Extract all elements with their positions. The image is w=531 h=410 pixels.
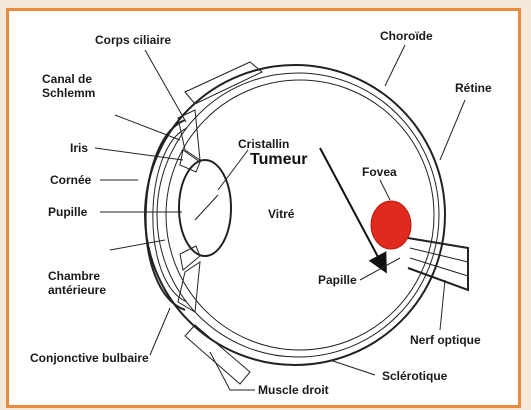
label-anterieure: antérieure xyxy=(48,283,106,297)
leader-iris xyxy=(95,148,183,160)
leader-corps-ciliaire xyxy=(145,50,186,122)
label-iris: Iris xyxy=(70,141,88,155)
leader-nerf xyxy=(440,280,445,330)
lens-shape xyxy=(179,160,231,256)
label-cristallin: Cristallin xyxy=(238,137,289,151)
label-choroide: Choroïde xyxy=(380,29,433,43)
tumor xyxy=(371,201,411,249)
optic-nerve xyxy=(408,238,468,290)
label-chambre: Chambre xyxy=(48,269,100,283)
label-corps-ciliaire: Corps ciliaire xyxy=(95,33,171,47)
label-tumeur: Tumeur xyxy=(250,151,307,168)
iris-lower xyxy=(180,246,200,270)
label-papille: Papille xyxy=(318,273,357,287)
label-nerf-optique: Nerf optique xyxy=(410,333,481,347)
leader-cristallin xyxy=(218,150,248,190)
leader-retine xyxy=(440,100,465,160)
label-sclerotique: Sclérotique xyxy=(382,369,448,383)
label-pupille: Pupille xyxy=(48,205,88,219)
label-vitre: Vitré xyxy=(268,207,295,221)
leader-fovea xyxy=(380,180,390,200)
label-cornee: Cornée xyxy=(50,173,92,187)
lens-inner-line xyxy=(195,195,218,220)
label-canal-de: Canal de xyxy=(42,72,92,86)
label-schlemm: Schlemm xyxy=(42,86,95,100)
leader-chambre xyxy=(110,240,165,250)
leader-sclerotique xyxy=(330,360,375,375)
leader-canal xyxy=(115,115,180,140)
label-conjonctive: Conjonctive bulbaire xyxy=(30,351,149,365)
label-retine: Rétine xyxy=(455,81,492,95)
label-muscle-droit: Muscle droit xyxy=(258,383,329,397)
optic-nerve-core-2 xyxy=(410,258,468,276)
leader-choroide xyxy=(385,45,405,86)
leader-conjonctive xyxy=(150,308,170,355)
label-fovea: Fovea xyxy=(362,165,397,179)
